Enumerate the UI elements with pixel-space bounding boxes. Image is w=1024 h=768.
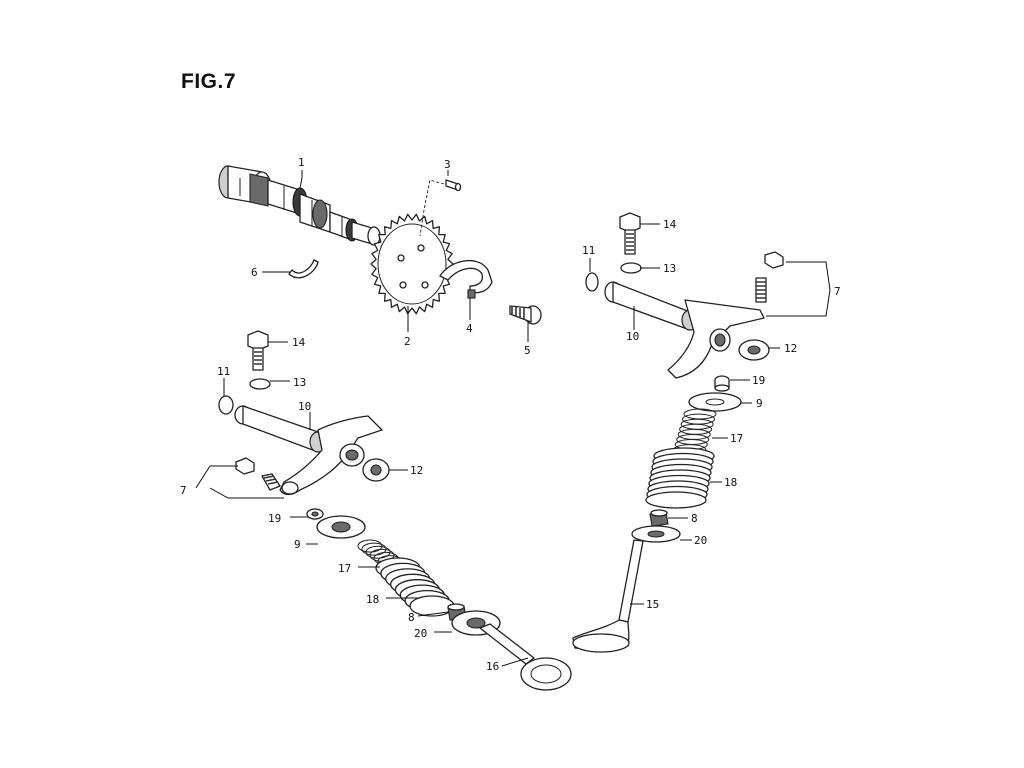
callout-14-left: 14	[292, 336, 306, 349]
rocker-shaft-bolt-right	[619, 212, 641, 255]
callout-4: 4	[466, 322, 473, 335]
callout-10-left: 10	[298, 400, 311, 413]
callout-17-left: 17	[338, 562, 351, 575]
spring-retainer-left	[316, 515, 366, 539]
camshaft	[218, 165, 381, 246]
callout-17-right: 17	[730, 432, 743, 445]
callout-19-right: 19	[752, 374, 765, 387]
callout-12-left: 12	[410, 464, 423, 477]
spring-retainer-right	[688, 392, 742, 412]
rocker-shaft-bolt-left	[247, 330, 269, 371]
callout-9-right: 9	[756, 397, 763, 410]
valve-stem-seal-right	[649, 509, 669, 527]
valve-cotter-right	[714, 375, 730, 392]
washer-left	[249, 378, 271, 390]
dowel-pin	[419, 179, 462, 237]
callout-13-left: 13	[293, 376, 306, 389]
callout-15: 15	[646, 598, 659, 611]
callout-5: 5	[524, 344, 531, 357]
callout-9-left: 9	[294, 538, 301, 551]
callout-8-right: 8	[691, 512, 698, 525]
callout-16: 16	[486, 660, 499, 673]
sprocket-bolt	[509, 305, 542, 325]
callout-2: 2	[404, 335, 411, 348]
exhaust-valve	[572, 539, 644, 653]
callout-7-right: 7	[834, 285, 841, 298]
callout-7-left: 7	[180, 484, 187, 497]
callout-1: 1	[298, 156, 305, 169]
adjuster-nut-screw-right	[755, 251, 784, 303]
callout-10-right: 10	[626, 330, 639, 343]
callout-13-right: 13	[663, 262, 676, 275]
decompressor-weight	[439, 260, 493, 299]
intake-valve	[479, 623, 572, 691]
outer-spring-left	[375, 557, 455, 617]
cam-sprocket	[370, 213, 454, 315]
callout-12-right: 12	[784, 342, 797, 355]
outer-spring-right	[645, 447, 715, 509]
valve-cotter-left	[306, 508, 324, 520]
callout-14-right: 14	[663, 218, 677, 231]
callout-3: 3	[444, 158, 451, 171]
callout-18-right: 18	[724, 476, 737, 489]
callout-20-left: 20	[414, 627, 427, 640]
figure-title: FIG.7	[181, 70, 237, 93]
washer-right	[620, 262, 642, 274]
adjuster-nut-screw-left	[235, 457, 281, 491]
leader-lines	[195, 170, 831, 667]
o-ring-right	[585, 272, 599, 292]
callout-11-left: 11	[217, 365, 230, 378]
rocker-arm-assembly-left	[234, 405, 383, 496]
callout-6: 6	[251, 266, 258, 279]
callout-11-right: 11	[582, 244, 595, 257]
callout-19-left: 19	[268, 512, 281, 525]
callout-18-left: 18	[366, 593, 379, 606]
rocker-arm-assembly-right	[604, 281, 765, 379]
clip-ring	[288, 259, 319, 279]
callout-20-right: 20	[694, 534, 707, 547]
o-ring-left	[218, 395, 234, 415]
callout-labels: 1 3 6 2 4 5 14 13 11 10 7 12 19 9 17 18 …	[180, 156, 841, 673]
spring-seat-right	[631, 525, 681, 543]
callout-8-left: 8	[408, 611, 415, 624]
